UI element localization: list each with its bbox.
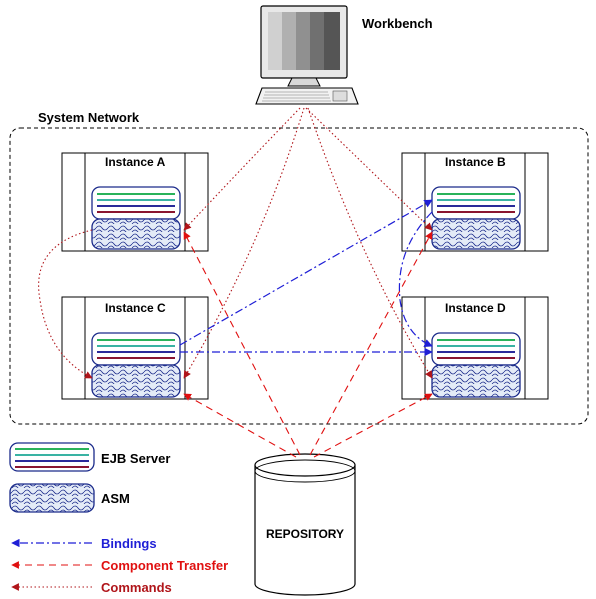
instance-b: Instance B <box>401 152 549 252</box>
system-network-boundary <box>9 127 589 425</box>
instance-d: Instance D <box>401 296 549 400</box>
commands-arrows <box>38 107 433 379</box>
command-a-to-c <box>38 229 93 379</box>
legend: EJB Server ASM Bindings Component Transf… <box>9 442 228 595</box>
system-network-label: System Network <box>38 110 140 125</box>
command-workbench-to-b <box>305 107 433 231</box>
instance-d-asm <box>431 364 521 398</box>
legend-commands-label: Commands <box>101 580 172 595</box>
repository-label: REPOSITORY <box>266 527 344 541</box>
instance-d-ejb-server <box>431 332 521 366</box>
repository-cylinder <box>254 453 356 596</box>
instance-c-label: Instance C <box>105 301 166 315</box>
command-workbench-to-c <box>183 107 305 379</box>
instance-c-ejb-server <box>91 332 181 366</box>
bindings-arrows <box>179 199 433 357</box>
instance-b-ejb-server <box>431 186 521 220</box>
instance-a-ejb-server <box>91 186 181 220</box>
legend-asm-icon <box>9 483 95 513</box>
instance-c: Instance C <box>61 296 209 400</box>
binding-b-to-d <box>398 211 433 348</box>
legend-ejb-server-label: EJB Server <box>101 451 170 466</box>
component-transfer-arrows <box>183 231 433 458</box>
transfer-repo-to-b <box>309 231 433 456</box>
legend-component-transfer-label: Component Transfer <box>101 558 228 573</box>
transfer-repo-to-a <box>183 231 301 456</box>
workbench-computer-icon <box>255 5 359 105</box>
command-workbench-to-a <box>183 107 301 231</box>
transfer-repo-to-c <box>183 393 297 458</box>
instance-b-label: Instance B <box>445 155 506 169</box>
binding-c-to-b <box>179 199 433 346</box>
transfer-repo-to-d <box>313 393 433 458</box>
instance-a-asm <box>91 218 181 250</box>
instance-b-asm <box>431 218 521 250</box>
workbench-label: Workbench <box>362 16 433 31</box>
legend-asm-label: ASM <box>101 491 130 506</box>
legend-ejb-server-icon <box>9 442 95 472</box>
command-workbench-to-d <box>307 107 433 379</box>
instance-c-asm <box>91 364 181 398</box>
legend-bindings-label: Bindings <box>101 536 157 551</box>
instance-d-label: Instance D <box>445 301 506 315</box>
instance-a-label: Instance A <box>105 155 166 169</box>
